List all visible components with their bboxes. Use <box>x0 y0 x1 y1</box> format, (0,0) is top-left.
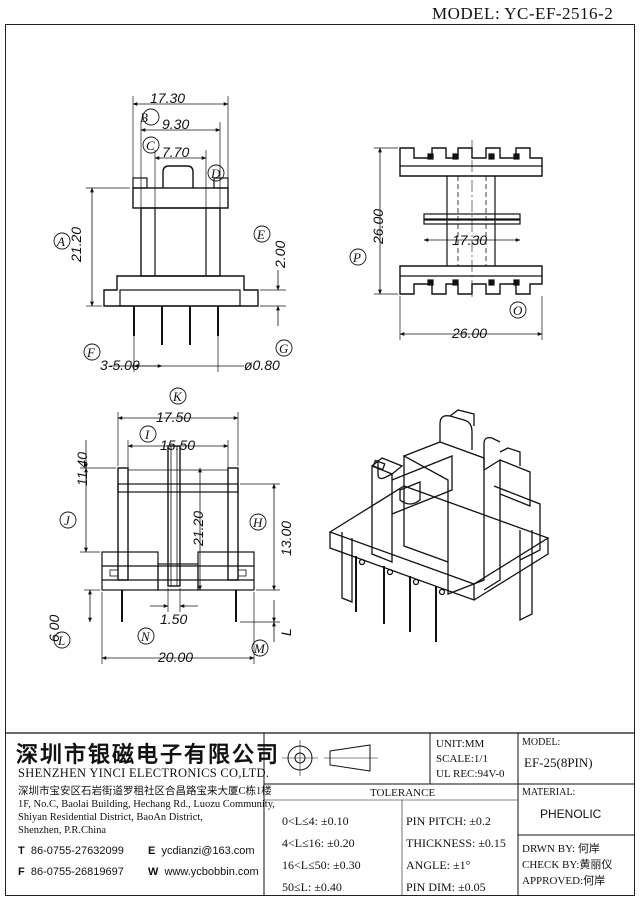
tolerance-row: ANGLE: ±1° <box>406 858 471 872</box>
tel-value: 86-0755-27632099 <box>30 845 124 857</box>
dim-26-00-vertical: 26.00 <box>370 208 386 244</box>
tolerance-row: 50≤L: ±0.40 <box>282 880 342 894</box>
tel-prefix: T <box>18 845 25 857</box>
dim-17-30-top: 17.30 <box>150 90 186 106</box>
dim-7-70: 7.70 <box>162 144 190 160</box>
front-view <box>53 387 280 664</box>
label-l: L <box>58 633 66 648</box>
dim-pin-diameter: ø0.80 <box>244 357 280 373</box>
tolerance-right: PIN PITCH: ±0.2 THICKNESS: ±0.15 ANGLE: … <box>406 810 506 898</box>
label-a: A <box>57 234 65 249</box>
label-h: H <box>253 515 263 530</box>
tolerance-row: 16<L≤50: ±0.30 <box>282 858 361 872</box>
material-label: MATERIAL: <box>522 787 576 798</box>
company-name-en: SHENZHEN YINCI ELECTRONICS CO,LTD. <box>18 766 270 780</box>
label-i: I <box>145 427 150 442</box>
dim-15-50: 15.50 <box>160 437 196 453</box>
address-line: Shenzhen, P.R.China <box>18 825 107 836</box>
tolerance-row: 0<L≤4: ±0.10 <box>282 814 349 828</box>
model-number: MODEL: YC-EF-2516-2 <box>432 4 614 23</box>
label-c: C <box>146 138 155 153</box>
ul-rec: UL REC:94V-0 <box>436 768 505 780</box>
dim-9-30: 9.30 <box>162 116 190 132</box>
label-o: O <box>513 303 523 318</box>
material-value: PHENOLIC <box>540 807 602 821</box>
dim-17-30-side: 17.30 <box>452 232 488 248</box>
dim-11-40: 11.40 <box>74 452 90 486</box>
fax-prefix: F <box>18 866 25 878</box>
web-row: W www.ycbobbin.com <box>148 866 259 878</box>
dim-1-50: 1.50 <box>160 611 188 627</box>
tel-row: T 86-0755-27632099 <box>18 845 124 857</box>
label-p: P <box>353 250 361 265</box>
drawing-frame <box>5 24 635 896</box>
dim-20-00: 20.00 <box>158 649 194 665</box>
dim-21-20-top: 21.20 <box>68 226 84 262</box>
label-g: G <box>279 341 289 356</box>
isometric-view <box>328 409 550 642</box>
label-e: E <box>257 227 265 242</box>
tolerance-row: THICKNESS: ±0.15 <box>406 836 506 850</box>
label-n: N <box>141 629 150 644</box>
label-k: K <box>173 389 182 404</box>
email-prefix: E <box>148 845 156 857</box>
fax-row: F 86-0755-26819697 <box>18 866 124 878</box>
address-line: 1F, No.C, Baolai Building, Hechang Rd., … <box>18 799 275 810</box>
unit: UNIT:MM <box>436 738 485 750</box>
dim-26-00-horizontal: 26.00 <box>452 325 488 341</box>
top-view <box>53 96 293 372</box>
tolerance-row: PIN DIM: ±0.05 <box>406 880 486 894</box>
address-line: Shiyan Residential District, BaoAn Distr… <box>18 812 203 823</box>
company-address: 深圳市宝安区石岩街道罗租社区合昌路宝来大厦C栋1楼 1F, No.C, Baol… <box>18 785 275 837</box>
label-j: J <box>64 513 70 528</box>
label-f: F <box>87 345 95 360</box>
check-by: CHECK BY:黄丽仪 <box>522 859 613 871</box>
dim-17-50: 17.50 <box>156 409 192 425</box>
dim-21-20-front: 21.20 <box>190 510 206 546</box>
tolerance-row: 4<L≤16: ±0.20 <box>282 836 355 850</box>
email-value: ycdianzi@163.com <box>161 845 255 857</box>
title-block <box>5 732 635 896</box>
company-name-cn: 深圳市银磁电子有限公司 <box>16 742 281 767</box>
label-d: D <box>211 166 221 181</box>
dim-13-00: 13.00 <box>278 520 294 556</box>
model-value: EF-25(8PIN) <box>524 755 593 770</box>
dim-l: L <box>278 628 294 636</box>
tolerance-title: TOLERANCE <box>370 787 436 799</box>
side-view <box>349 140 543 340</box>
scale: SCALE:1/1 <box>436 753 488 765</box>
label-b: B <box>140 110 148 125</box>
tolerance-left: 0<L≤4: ±0.10 4<L≤16: ±0.20 16<L≤50: ±0.3… <box>282 810 361 898</box>
approved-by: APPROVED:何岸 <box>522 875 606 887</box>
address-line: 深圳市宝安区石岩街道罗租社区合昌路宝来大厦C栋1楼 <box>18 786 272 797</box>
web-value: www.ycbobbin.com <box>164 866 259 878</box>
tolerance-row: PIN PITCH: ±0.2 <box>406 814 491 828</box>
email-row: E ycdianzi@163.com <box>148 845 255 857</box>
web-prefix: W <box>148 866 159 878</box>
dim-pin-pitch: 3-5.00 <box>100 357 140 373</box>
fax-value: 86-0755-26819697 <box>30 866 124 878</box>
label-m: M <box>254 641 265 656</box>
drawn-by: DRWN BY: 何岸 <box>522 843 600 855</box>
dim-2-00: 2.00 <box>272 240 288 268</box>
model-label: MODEL: <box>522 737 561 748</box>
